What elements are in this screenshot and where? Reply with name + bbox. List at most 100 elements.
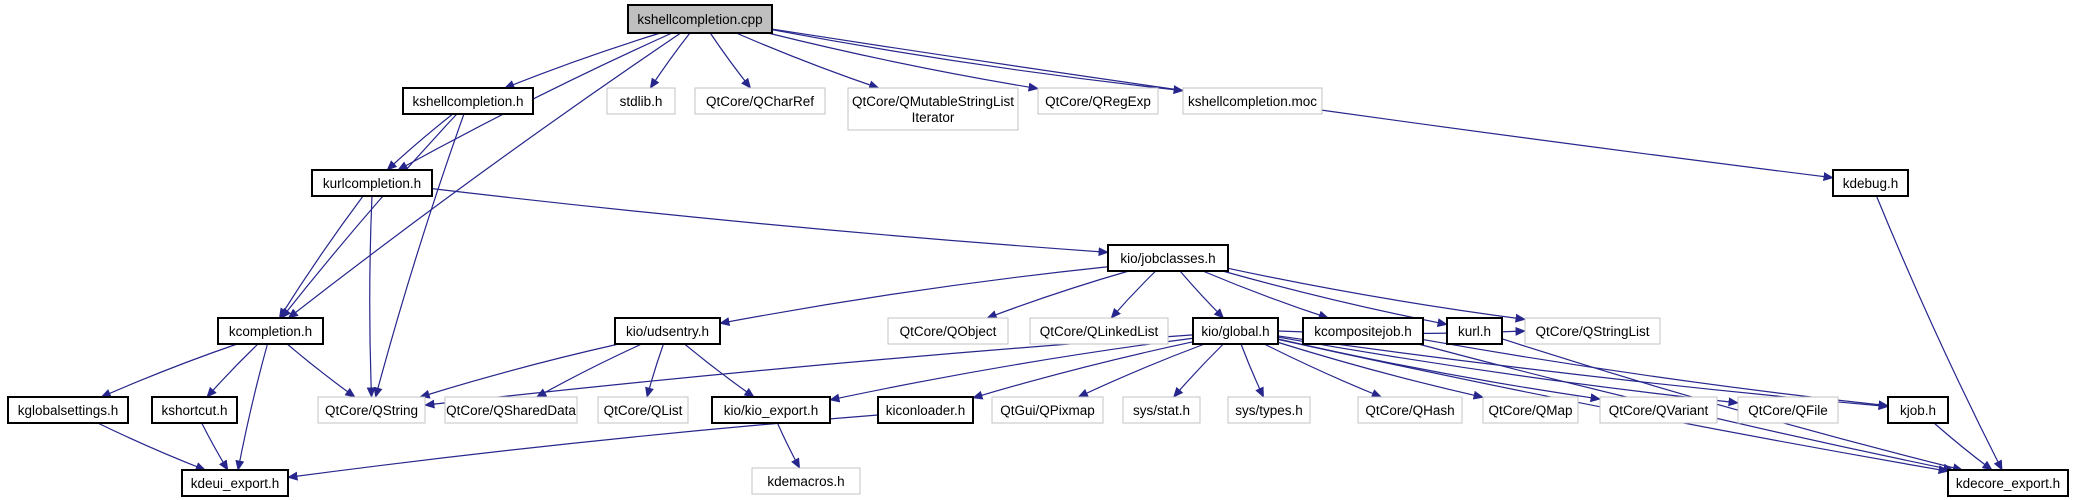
graph-node-qlist: QtCore/QList [597, 396, 689, 424]
include-edge-global-qfile [1277, 336, 1739, 407]
graph-node-label: kiconloader.h [886, 403, 966, 418]
graph-node-box[interactable] [1107, 244, 1229, 272]
include-edge-jobclasses-kurl [1222, 270, 1448, 328]
graph-node-label: QtCore/QSharedData [446, 403, 576, 418]
graph-node-ksh_h[interactable]: kshellcompletion.h [402, 87, 534, 115]
graph-node-kurlcompletion[interactable]: kurlcompletion.h [311, 169, 433, 197]
graph-node-kshortcut[interactable]: kshortcut.h [151, 396, 238, 424]
graph-node-stdlib: stdlib.h [606, 87, 676, 115]
graph-node-kjob[interactable]: kjob.h [1887, 396, 1949, 424]
graph-node-kio_export[interactable]: kio/kio_export.h [711, 396, 831, 424]
graph-node-global[interactable]: kio/global.h [1192, 317, 1279, 345]
include-edge-jobclasses-qlinkedlist [1110, 270, 1157, 319]
graph-node-box[interactable] [1887, 396, 1949, 424]
graph-node-kdebug[interactable]: kdebug.h [1832, 169, 1909, 197]
graph-node-box[interactable] [1192, 317, 1279, 345]
graph-node-box [597, 396, 689, 424]
graph-node-box[interactable] [217, 317, 324, 345]
graph-node-label: kdebug.h [1843, 176, 1899, 191]
graph-node-label: kio/global.h [1201, 324, 1269, 339]
graph-node-label: kshellcompletion.moc [1188, 94, 1317, 109]
graph-node-kdeui_export[interactable]: kdeui_export.h [181, 469, 289, 497]
graph-node-box [1357, 396, 1463, 424]
graph-node-label: QtCore/QCharRef [706, 94, 814, 109]
include-edge-jobclasses-qstringlist [1227, 267, 1526, 323]
include-edge-kcompletion-kdeui_export [235, 343, 269, 471]
include-edge-udsentry-qshareddata [535, 343, 642, 398]
graph-node-box [1524, 317, 1661, 345]
include-edge-jobclasses-qobject [986, 270, 1129, 319]
graph-node-kiconloader[interactable]: kiconloader.h [877, 396, 974, 424]
graph-node-label: kshellcompletion.cpp [637, 12, 762, 27]
graph-node-sysstat: sys/stat.h [1122, 396, 1201, 424]
graph-node-label: QtGui/QPixmap [1000, 403, 1095, 418]
graph-node-box[interactable] [402, 87, 534, 115]
include-edge-global-systypes [1240, 343, 1265, 398]
graph-node-box[interactable] [7, 396, 129, 424]
graph-node-box[interactable] [1832, 169, 1909, 197]
include-edge-cpp-ksh_h [503, 32, 661, 89]
graph-node-kurl[interactable]: kurl.h [1446, 317, 1503, 345]
graph-node-box [1029, 317, 1169, 345]
graph-node-moc: kshellcompletion.moc [1182, 87, 1323, 115]
graph-node-label: kurlcompletion.h [323, 176, 421, 191]
include-edge-global-qmap [1277, 341, 1484, 400]
graph-node-box[interactable] [877, 396, 974, 424]
graph-node-box [694, 87, 826, 115]
include-edge-jobclasses-kcompositejob [1202, 270, 1330, 320]
graph-node-kcompletion[interactable]: kcompletion.h [217, 317, 324, 345]
include-edge-global-kiconloader [972, 341, 1194, 400]
graph-node-label: sys/types.h [1235, 403, 1303, 418]
graph-node-label: QtCore/QFile [1748, 403, 1828, 418]
graph-node-label: QtCore/QList [604, 403, 683, 418]
include-edge-kcompletion-qstring [286, 343, 356, 398]
graph-node-box[interactable] [1947, 469, 2069, 497]
include-edge-kcompletion-kglobalsettings [100, 343, 238, 398]
include-edge-jobclasses-udsentry [719, 266, 1109, 327]
include-edge-ksh_h-qstring [373, 113, 465, 398]
include-edge-global-kjob [1277, 335, 1889, 411]
graph-node-jobclasses[interactable]: kio/jobclasses.h [1107, 244, 1229, 272]
graph-node-box[interactable] [311, 169, 433, 197]
graph-node-box[interactable] [614, 317, 721, 345]
graph-node-box [1182, 87, 1323, 115]
graph-node-systypes: sys/types.h [1227, 396, 1311, 424]
include-edge-udsentry-qlist [645, 343, 665, 398]
graph-node-box[interactable] [711, 396, 831, 424]
include-edge-udsentry-qstring [419, 343, 619, 399]
include-edge-jobclasses-global [1179, 270, 1225, 319]
graph-node-box [606, 87, 676, 115]
graph-node-box[interactable] [627, 4, 773, 34]
graph-node-box [1037, 87, 1159, 115]
include-edge-kurlcompletion-kcompletion [278, 195, 364, 319]
graph-node-box[interactable] [1446, 317, 1503, 345]
include-edge-kdebug-kdecore_export [1875, 195, 2003, 471]
graph-node-label: QtCore/QString [325, 403, 418, 418]
graph-node-qcharref: QtCore/QCharRef [694, 87, 826, 115]
graph-node-box[interactable] [151, 396, 238, 424]
graph-node-kdecore_export[interactable]: kdecore_export.h [1947, 469, 2069, 497]
graph-node-box[interactable] [1302, 317, 1424, 345]
graph-node-qshareddata: QtCore/QSharedData [444, 396, 578, 424]
include-edge-kurlcompletion-qstring [366, 195, 376, 398]
include-edge-udsentry-kio_export [684, 343, 755, 398]
graph-node-label: kshellcompletion.h [412, 94, 523, 109]
include-edge-cpp-qcharref [709, 32, 752, 89]
graph-node-kglobalsettings[interactable]: kglobalsettings.h [7, 396, 129, 424]
graph-node-label: QtCore/QLinkedList [1040, 324, 1159, 339]
include-edge-kjob-kdecore_export [1933, 422, 1993, 471]
include-edge-kcompositejob-kjob [1422, 338, 1889, 410]
graph-node-label: QtCore/QStringList [1535, 324, 1649, 339]
graph-node-label: kglobalsettings.h [18, 403, 119, 418]
graph-node-udsentry[interactable]: kio/udsentry.h [614, 317, 721, 345]
graph-node-box [847, 87, 1019, 131]
graph-node-box[interactable] [181, 469, 289, 497]
graph-node-cpp[interactable]: kshellcompletion.cpp [627, 4, 773, 34]
graph-node-label: kdecore_export.h [1956, 476, 2060, 491]
graph-node-kcompositejob[interactable]: kcompositejob.h [1302, 317, 1424, 345]
graph-node-label: QtCore/QRegExp [1045, 94, 1151, 109]
graph-node-box [887, 317, 1009, 345]
include-edge-cpp-moc [771, 29, 1184, 95]
include-edge-cpp-stdlib [649, 32, 691, 89]
